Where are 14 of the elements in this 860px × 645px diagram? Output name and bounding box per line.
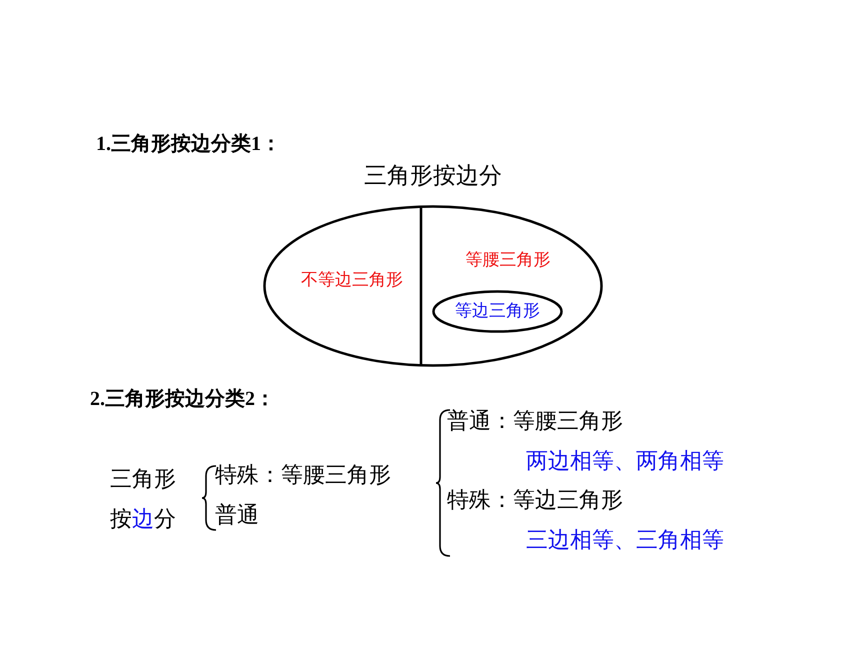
region-label: 等边三角形 xyxy=(454,300,541,322)
category-label: 普通 xyxy=(215,502,259,530)
property-text: 三边相等、三角相等 xyxy=(526,527,724,555)
category-label: 特殊：等腰三角形 xyxy=(215,462,391,490)
property-text: 两边相等、两角相等 xyxy=(526,448,724,476)
region-label: 等腰三角形 xyxy=(464,249,552,271)
category-label: 普通：等腰三角形 xyxy=(447,408,623,436)
category-label: 特殊：等边三角形 xyxy=(447,487,623,515)
region-label: 不等边三角形 xyxy=(300,269,404,291)
category-label: 三角形按边分 xyxy=(110,466,176,534)
section-heading: 1.三角形按边分类1： xyxy=(96,132,281,157)
section-heading: 2.三角形按边分类2： xyxy=(90,387,275,412)
ellipse-region xyxy=(432,290,563,333)
diagram-heading: 三角形按边分 xyxy=(363,162,503,191)
